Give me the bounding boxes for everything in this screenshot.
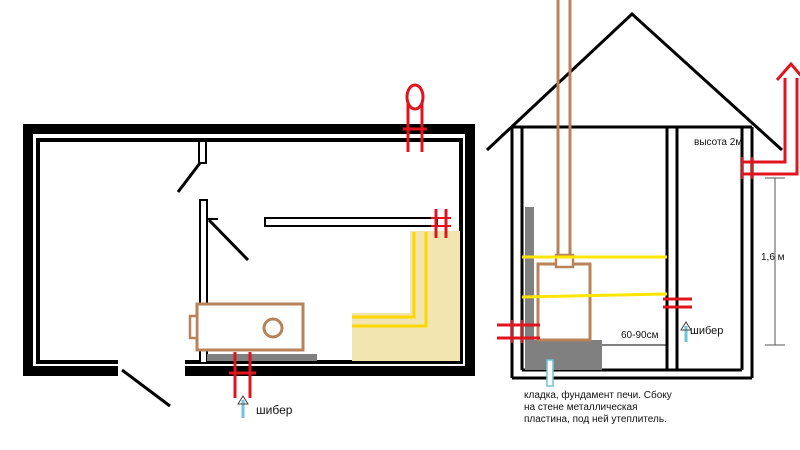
right-wall xyxy=(740,127,754,378)
up-arrow-icon-side xyxy=(680,321,692,342)
wall-chimney-vent xyxy=(403,83,427,152)
left-wall-vent xyxy=(497,320,540,343)
up-arrow-icon xyxy=(237,395,249,418)
chimney-pipe xyxy=(556,0,572,256)
left-wall xyxy=(510,127,524,378)
height-dimension xyxy=(765,177,785,346)
outer-wall xyxy=(23,124,475,376)
entrance-door xyxy=(121,368,171,408)
insulation-area xyxy=(352,231,460,361)
metal-sheet-line xyxy=(352,232,428,328)
stove-foundation xyxy=(525,340,602,370)
stove-body xyxy=(195,302,305,352)
height-room-label: высота 2м xyxy=(694,137,742,148)
partition-upper xyxy=(198,140,207,164)
distance-label: 60-90см xyxy=(621,330,659,341)
stove-door xyxy=(188,314,199,340)
shiber-label-bottom: шибер xyxy=(256,403,293,417)
pointer-arrow-icon xyxy=(546,359,554,387)
middle-partition xyxy=(665,127,679,370)
floor-plan: шибер xyxy=(23,83,475,418)
inner-wall xyxy=(36,138,463,364)
foundation-note: кладка, фундамент печи. Сбоку на стене м… xyxy=(524,389,672,425)
partition-horizontal xyxy=(264,217,438,227)
stove-base-plate xyxy=(207,354,317,361)
stove-chimney-hole xyxy=(262,317,284,339)
note-line-3: пластина, под ней утеплитель. xyxy=(524,414,667,425)
yellow-beam-bottom xyxy=(521,292,668,299)
section-view: шибер высота 2м 1,6 м 60-90см кладка, фу… xyxy=(485,0,800,425)
note-line-2: на стене металлическая xyxy=(524,402,638,413)
partition-pipe-connector xyxy=(431,209,451,238)
wall-insulation-strip xyxy=(525,207,534,340)
roof xyxy=(485,11,784,152)
partition-vent xyxy=(663,297,692,309)
door-upper xyxy=(176,162,202,193)
floor-vent-pipe xyxy=(229,352,256,398)
note-line-1: кладка, фундамент печи. Сбоку xyxy=(524,389,672,401)
shiber-label-side: шибер xyxy=(690,325,723,337)
door-lower xyxy=(207,218,250,262)
right-chimney-pipe xyxy=(741,61,800,179)
stove-body-section xyxy=(536,262,592,342)
partition-lower xyxy=(199,199,208,364)
height-pipe-label: 1,6 м xyxy=(761,252,785,263)
metal-sheet-line-2 xyxy=(352,232,416,319)
